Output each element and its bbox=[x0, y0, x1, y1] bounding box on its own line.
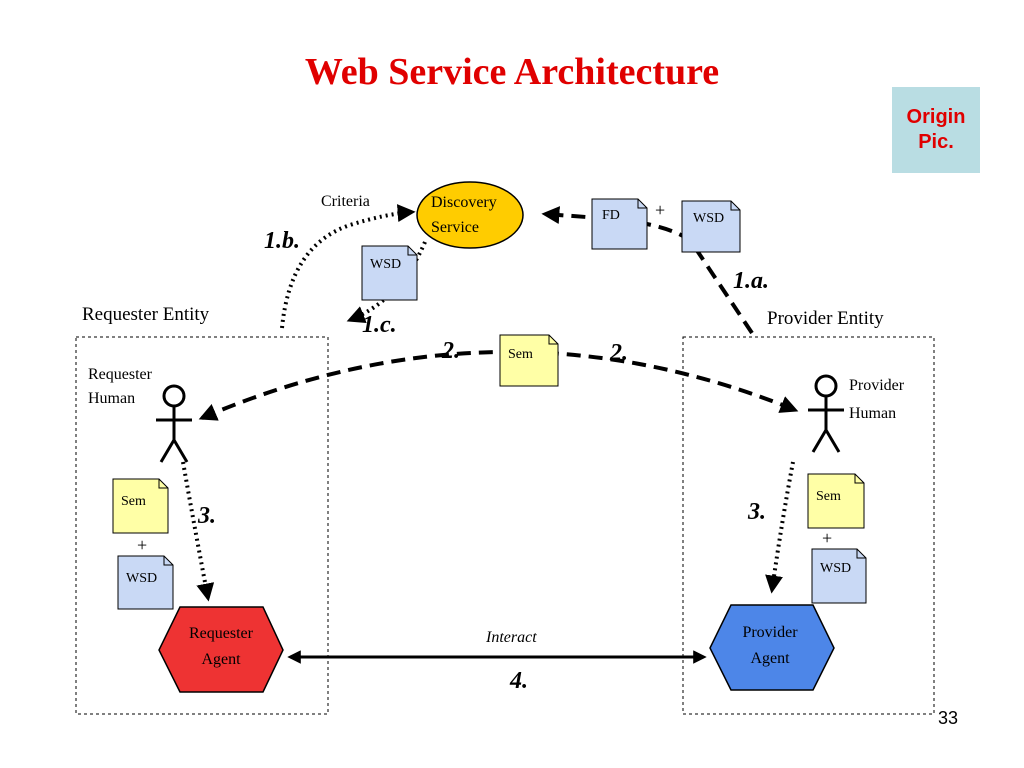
arrow-3-requester bbox=[181, 461, 215, 602]
provider-agent-label-1: Provider bbox=[742, 624, 798, 641]
sem-document-requester: Sem bbox=[112, 478, 169, 534]
wsd-document-requester: WSD bbox=[117, 555, 174, 610]
slide-title: Web Service Architecture bbox=[304, 51, 720, 93]
step-4-label: 4. bbox=[509, 668, 528, 694]
discovery-service-ellipse[interactable] bbox=[416, 181, 524, 249]
origin-pic-button[interactable]: Origin Pic. bbox=[892, 87, 980, 173]
wsd-document-discovery: WSD bbox=[681, 200, 741, 253]
wsd-document-provider: WSD bbox=[811, 548, 867, 604]
interact-label: Interact bbox=[485, 629, 537, 646]
provider-human-label-2: Human bbox=[849, 405, 896, 422]
sem-document-center: Sem bbox=[499, 334, 559, 387]
arrow-3-provider bbox=[765, 461, 795, 594]
plus-requester: + bbox=[137, 535, 147, 555]
step-3-label-left: 3. bbox=[197, 503, 216, 529]
wsd-doc-label-1c: WSD bbox=[370, 257, 401, 272]
wsd-doc-label-provider: WSD bbox=[820, 561, 851, 576]
step-2-label-right: 2. bbox=[609, 340, 628, 366]
plus-provider: + bbox=[822, 528, 832, 548]
wsd-doc-label-discovery: WSD bbox=[693, 211, 724, 226]
arrow-1c bbox=[346, 241, 427, 324]
provider-agent[interactable]: Provider Agent bbox=[709, 604, 835, 691]
page-number: 33 bbox=[938, 708, 959, 728]
fd-document: FD bbox=[591, 198, 648, 250]
requester-agent-label-2: Agent bbox=[201, 651, 241, 668]
requester-entity-label: Requester Entity bbox=[82, 304, 210, 325]
provider-entity-label: Provider Entity bbox=[767, 308, 884, 329]
provider-human-figure bbox=[808, 374, 844, 453]
criteria-label: Criteria bbox=[321, 193, 370, 210]
arrow-2 bbox=[198, 350, 799, 421]
origin-label-line2: Pic. bbox=[918, 131, 954, 153]
arrow-1b bbox=[280, 204, 416, 329]
fd-doc-label: FD bbox=[602, 208, 620, 223]
requester-agent-label-1: Requester bbox=[189, 625, 254, 642]
step-1b-label: 1.b. bbox=[264, 228, 300, 254]
requester-human-label-2: Human bbox=[88, 390, 135, 407]
requester-human-label-1: Requester bbox=[88, 366, 153, 383]
discovery-service-label-1: Discovery bbox=[431, 194, 497, 211]
provider-human-label-1: Provider bbox=[849, 377, 905, 394]
requester-human-figure bbox=[156, 384, 192, 463]
wsd-doc-label-requester: WSD bbox=[126, 571, 157, 586]
requester-entity-box bbox=[75, 336, 329, 715]
sem-doc-label-center: Sem bbox=[508, 347, 533, 362]
requester-agent[interactable]: Requester Agent bbox=[158, 606, 284, 693]
sem-document-provider: Sem bbox=[807, 473, 865, 529]
sem-doc-label-requester: Sem bbox=[121, 494, 146, 509]
step-1c-label: 1.c. bbox=[362, 312, 397, 338]
step-2-label-left: 2. bbox=[441, 338, 460, 364]
discovery-service-label-2: Service bbox=[431, 219, 479, 236]
plus-fd-wsd: + bbox=[655, 200, 665, 220]
provider-agent-label-2: Agent bbox=[750, 650, 790, 667]
wsd-document-1c: WSD bbox=[361, 245, 418, 301]
sem-doc-label-provider: Sem bbox=[816, 489, 841, 504]
step-3-label-right: 3. bbox=[747, 499, 766, 525]
origin-label-line1: Origin bbox=[906, 106, 966, 128]
provider-entity-box bbox=[682, 336, 935, 715]
step-1a-label: 1.a. bbox=[733, 268, 769, 294]
